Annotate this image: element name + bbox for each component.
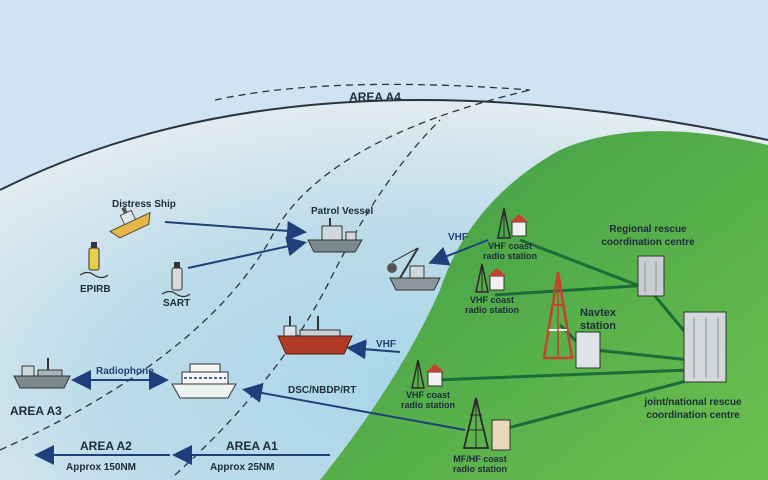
vhf-station-2-label-line1: VHF coast [470,295,514,305]
comm-arrows [34,220,489,465]
vhf-top-arrow [428,239,489,266]
national-centre-building-icon [683,311,727,383]
distress-to-patrol-arrow [164,220,307,241]
area-a4-boundary [214,83,531,101]
navtex-label-line1: Navtex [580,307,617,319]
area-a2-label: AREA A2 [80,439,132,453]
area-a2-boundary [174,119,441,476]
sart-buoy-icon [161,262,191,298]
distress-ship-icon [109,206,151,239]
distress-ship-label: Distress Ship [112,199,176,210]
navtex-label-line2: station [580,320,616,332]
vhf-mid-label: VHF [376,339,396,350]
area-a1-range: Approx 25NM [210,462,274,473]
mfhf-station-label-line1: MF/HF coast [453,454,507,464]
mfhf-station-label-line2: radio station [453,464,507,474]
epirb-buoy-icon [79,242,109,279]
radiophone-label: Radiophone [96,366,154,377]
national-centre-label-line1: joint/national rescue [643,397,742,408]
area-a3-boundary [0,89,531,451]
sart-to-patrol-arrow [187,236,307,269]
mfhf-station-icon [462,397,511,451]
vhf-station-1-label-line1: VHF coast [488,241,532,251]
regional-centre-building-icon [637,255,665,297]
vhf-station-2-icon [475,263,506,293]
patrol-vessel-icon [307,218,363,253]
area-a3-label: AREA A3 [10,404,62,418]
vhf-top-label: VHF [448,232,468,243]
fishing-boat-icon [387,247,441,291]
patrol-vessel-label: Patrol Vessel [311,206,373,217]
sart-label: SART [163,298,190,309]
vhf-station-3-label-line1: VHF coast [406,390,450,400]
dsc-arrow [242,383,466,431]
vhf-mid-arrow [346,339,401,360]
grey-ship-icon [13,358,71,389]
vhf-station-1-label-line2: radio station [483,251,537,261]
vhf-station-2-label-line2: radio station [465,305,519,315]
regional-centre-label-line1: Regional rescue [609,224,687,235]
globe-rim [0,99,768,191]
navtex-tower-icon [542,271,601,369]
regional-centre-label-line2: coordination centre [601,237,695,248]
area-a1-label: AREA A1 [226,439,278,453]
passenger-ship-icon [171,363,237,399]
land-mass [320,131,768,480]
cargo-ship-icon [277,316,353,355]
epirb-label: EPIRB [80,284,111,295]
area-a2-range: Approx 150NM [66,462,136,473]
dsc-label: DSC/NBDP/RT [288,385,356,396]
vhf-station-3-label-line2: radio station [401,400,455,410]
area-a4-label: AREA A4 [349,90,401,104]
vhf-station-3-icon [411,359,444,389]
vhf-station-1-icon [497,207,528,239]
national-centre-label-line2: coordination centre [646,410,740,421]
